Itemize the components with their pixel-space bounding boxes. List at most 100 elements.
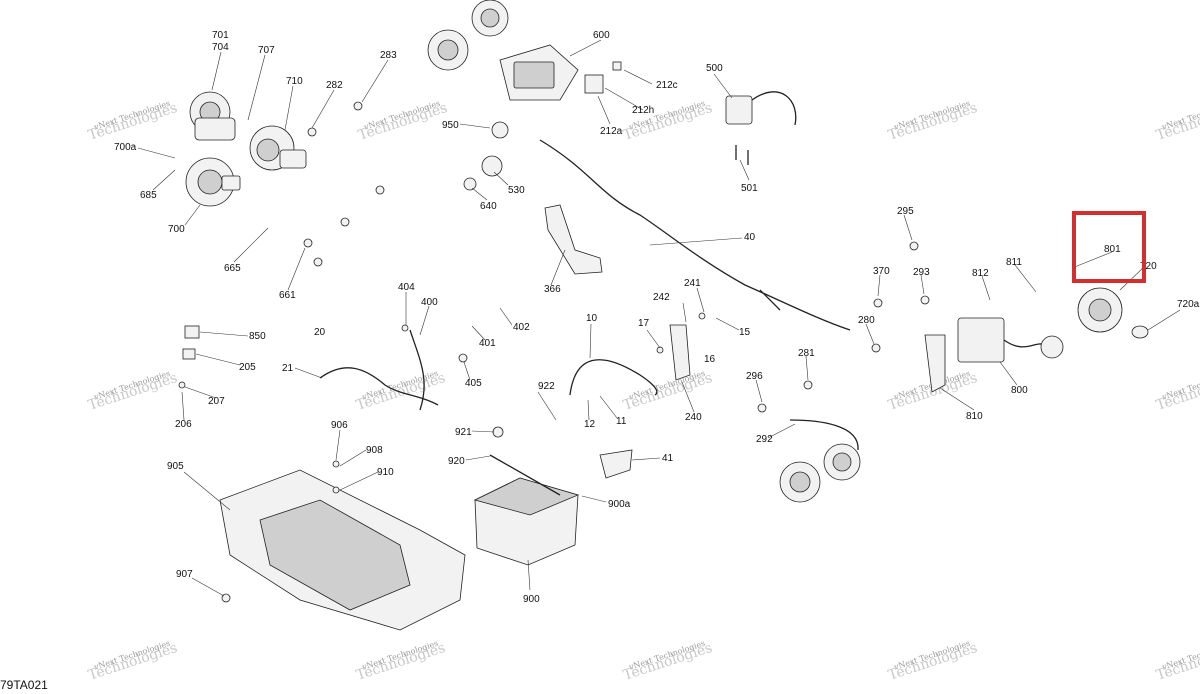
callout-800: 800	[1011, 385, 1028, 396]
callout-10: 10	[586, 313, 598, 324]
callout-293: 293	[913, 267, 930, 278]
callout-685: 685	[140, 190, 157, 201]
callout-labels: 701 704 707 710 282 283 600 212c 212h 21…	[114, 30, 1200, 605]
watermark: Technologies vNext Technologies	[886, 639, 979, 684]
headlight-lower-left	[185, 157, 241, 207]
battery-tray	[219, 469, 466, 631]
callout-501: 501	[741, 183, 758, 194]
fog-lights	[779, 419, 861, 503]
callout-17: 17	[638, 318, 650, 329]
callout-701: 701	[212, 30, 229, 41]
callout-15: 15	[739, 327, 751, 338]
callout-240: 240	[685, 412, 702, 423]
callout-600: 600	[593, 30, 610, 41]
callout-370: 370	[873, 266, 890, 277]
callout-16: 16	[704, 354, 716, 365]
callout-40: 40	[744, 232, 756, 243]
watermark: Technologies vNext Technologies	[356, 99, 449, 144]
callout-205: 205	[239, 362, 256, 373]
callout-281: 281	[798, 348, 815, 359]
headlight-top-pair	[427, 0, 509, 71]
callout-530: 530	[508, 185, 525, 196]
part-drawings	[178, 0, 1149, 631]
watermark: Technologies vNext Technologies	[1154, 639, 1200, 684]
callout-283: 283	[380, 50, 397, 61]
callout-21: 21	[282, 363, 294, 374]
watermark: Technologies vNext Technologies	[1154, 99, 1200, 144]
callout-500: 500	[706, 63, 723, 74]
callout-921: 921	[455, 427, 472, 438]
callout-801: 801	[1104, 244, 1121, 255]
watermark: Technologies vNext Technologies	[621, 369, 714, 414]
watermark: Technologies vNext Technologies	[621, 639, 714, 684]
callout-242: 242	[653, 292, 670, 303]
callout-710: 710	[286, 76, 303, 87]
callout-366: 366	[544, 284, 561, 295]
module-800	[957, 317, 1064, 363]
callout-922: 922	[538, 381, 555, 392]
callout-295: 295	[897, 206, 914, 217]
watermark: Technologies vNext Technologies	[1154, 369, 1200, 414]
callout-920: 920	[448, 456, 465, 467]
callout-401: 401	[479, 338, 496, 349]
watermark: Technologies vNext Technologies	[86, 99, 179, 144]
watermark: Technologies vNext Technologies	[354, 639, 447, 684]
callout-704: 704	[212, 42, 229, 53]
callout-950: 950	[442, 120, 459, 131]
bracket-810	[924, 334, 946, 393]
gauge-cluster	[499, 44, 579, 101]
callout-212c: 212c	[656, 80, 678, 91]
callout-280: 280	[858, 315, 875, 326]
callout-41: 41	[662, 453, 674, 464]
cable-20	[319, 367, 439, 406]
callout-905: 905	[167, 461, 184, 472]
callout-700: 700	[168, 224, 185, 235]
callout-296: 296	[746, 371, 763, 382]
main-harness	[539, 139, 851, 331]
callout-241: 241	[684, 278, 701, 289]
watermark: Technologies vNext Technologies	[86, 369, 179, 414]
callout-400: 400	[421, 297, 438, 308]
callout-665: 665	[224, 263, 241, 274]
callout-907: 907	[176, 569, 193, 580]
callout-282: 282	[326, 80, 343, 91]
callout-908: 908	[366, 445, 383, 456]
callout-661: 661	[279, 290, 296, 301]
callout-20: 20	[314, 327, 326, 338]
callout-640: 640	[480, 201, 497, 212]
callout-206: 206	[175, 419, 192, 430]
callout-402: 402	[513, 322, 530, 333]
callout-720a: 720a	[1177, 299, 1200, 310]
highlight-box-801	[1072, 211, 1146, 283]
connector-block	[584, 61, 622, 94]
bracket-240	[669, 324, 691, 381]
callout-212h: 212h	[632, 105, 654, 116]
switch-assembly	[725, 91, 797, 165]
lamp-720	[1077, 287, 1149, 339]
leader-lines	[137, 39, 1181, 597]
callout-850: 850	[249, 331, 266, 342]
callout-900a: 900a	[608, 499, 631, 510]
callout-910: 910	[377, 467, 394, 478]
cable-400	[409, 329, 425, 411]
watermark: Technologies vNext Technologies	[886, 99, 979, 144]
socket-parts	[463, 121, 509, 191]
headlight-center	[249, 125, 307, 171]
air-duct	[544, 204, 603, 275]
callout-707: 707	[258, 45, 275, 56]
callout-405: 405	[465, 378, 482, 389]
callout-292: 292	[756, 434, 773, 445]
callout-212a: 212a	[600, 126, 623, 137]
headlight-upper-left	[189, 91, 236, 141]
callout-720: 720	[1140, 261, 1157, 272]
callout-900: 900	[523, 594, 540, 605]
callout-906: 906	[331, 420, 348, 431]
callout-207: 207	[208, 396, 225, 407]
watermark-layer: Technologies vNext Technologies Technolo…	[86, 99, 1200, 684]
callout-811: 811	[1006, 257, 1022, 268]
fasteners	[178, 101, 930, 603]
diagram-code: 79TA021	[0, 678, 48, 692]
watermark: Technologies vNext Technologies	[86, 639, 179, 684]
callout-700a: 700a	[114, 142, 137, 153]
